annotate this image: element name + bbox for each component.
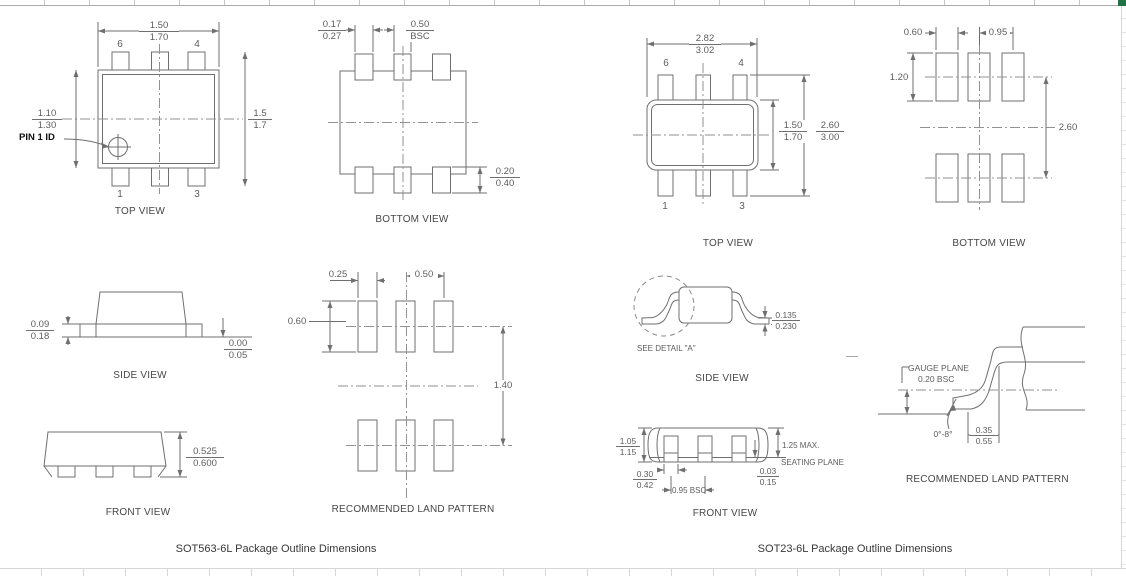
sot563-side-view-drawing xyxy=(62,291,252,345)
caption-sot563-land-pattern: RECOMMENDED LAND PATTERN xyxy=(331,504,495,515)
sot23-front-view-drawing xyxy=(638,427,786,494)
dim-sot563-land-row-span: 1.40 xyxy=(489,380,517,391)
caption-sot23-bottom-view: BOTTOM VIEW xyxy=(952,238,1026,249)
caption-sot563-top-view: TOP VIEW xyxy=(114,206,166,217)
dim-sot23-pitch-bsc: 0.95 BSC xyxy=(672,486,707,495)
pin-label-4: 4 xyxy=(738,58,744,69)
sot563-top-view-drawing xyxy=(62,22,248,194)
caption-sot23-top-view: TOP VIEW xyxy=(702,238,754,249)
caption-sot563-side-view: SIDE VIEW xyxy=(113,370,167,381)
caption-sot23-land-pattern: RECOMMENDED LAND PATTERN xyxy=(906,474,1069,485)
caption-sot23-side-view: SIDE VIEW xyxy=(695,373,749,384)
caption-sot23-front-view: FRONT VIEW xyxy=(692,508,758,519)
caption-sot563-front-view: FRONT VIEW xyxy=(105,507,171,518)
pin-label-1: 1 xyxy=(662,201,668,212)
spreadsheet-bottom-gridline xyxy=(0,568,1126,576)
gauge-plane-label: GAUGE PLANE xyxy=(908,363,969,373)
pin-label-4: 4 xyxy=(194,39,200,50)
pin-label-1: 1 xyxy=(117,189,123,200)
sot563-bottom-view-drawing xyxy=(328,25,487,200)
pin-label-3: 3 xyxy=(194,189,200,200)
sot563-front-view-drawing xyxy=(43,431,187,478)
sot23-side-view-drawing xyxy=(633,275,858,357)
see-detail-a-label: SEE DETAIL "A" xyxy=(637,344,696,353)
title-sot23: SOT23-6L Package Outline Dimensions xyxy=(757,543,953,555)
title-sot563: SOT563-6L Package Outline Dimensions xyxy=(175,543,377,555)
sot23-top-view-drawing xyxy=(633,38,810,207)
caption-sot563-bottom-view: BOTTOM VIEW xyxy=(375,214,449,225)
selection-handle xyxy=(1118,0,1126,6)
dim-sot23-land-pad-height: 1.20 xyxy=(887,72,911,83)
sot23-bottom-view-drawing xyxy=(907,27,1057,210)
spreadsheet-right-gridline xyxy=(1121,5,1126,568)
dim-sot23-land-pitch: 0.95 xyxy=(986,27,1010,38)
gauge-offset-label: 0.20 BSC xyxy=(918,374,955,384)
pin-label-6: 6 xyxy=(663,58,669,69)
sot563-land-pattern-drawing xyxy=(308,272,512,498)
pin1-id-label: PIN 1 ID xyxy=(19,132,55,143)
seating-plane-label: SEATING PLANE xyxy=(781,458,844,467)
dim-sot563-land-pad-width: 0.25 xyxy=(326,269,350,280)
pin-label-3: 3 xyxy=(739,201,745,212)
detail-a-callout-circle xyxy=(633,275,695,337)
dim-sot563-land-pitch: 0.50 xyxy=(410,269,438,280)
spreadsheet-top-gridline xyxy=(0,0,1126,6)
dim-sot23-max-height: 1.25 MAX. xyxy=(782,441,820,450)
dim-sot23-land-pad-width: 0.60 xyxy=(901,27,925,38)
lead-angle-label: 0°-8° xyxy=(930,429,956,439)
pin-label-6: 6 xyxy=(117,39,123,50)
dim-sot563-land-pad-height: 0.60 xyxy=(285,316,309,327)
dim-sot23-land-row-span: 2.60 xyxy=(1055,122,1081,133)
